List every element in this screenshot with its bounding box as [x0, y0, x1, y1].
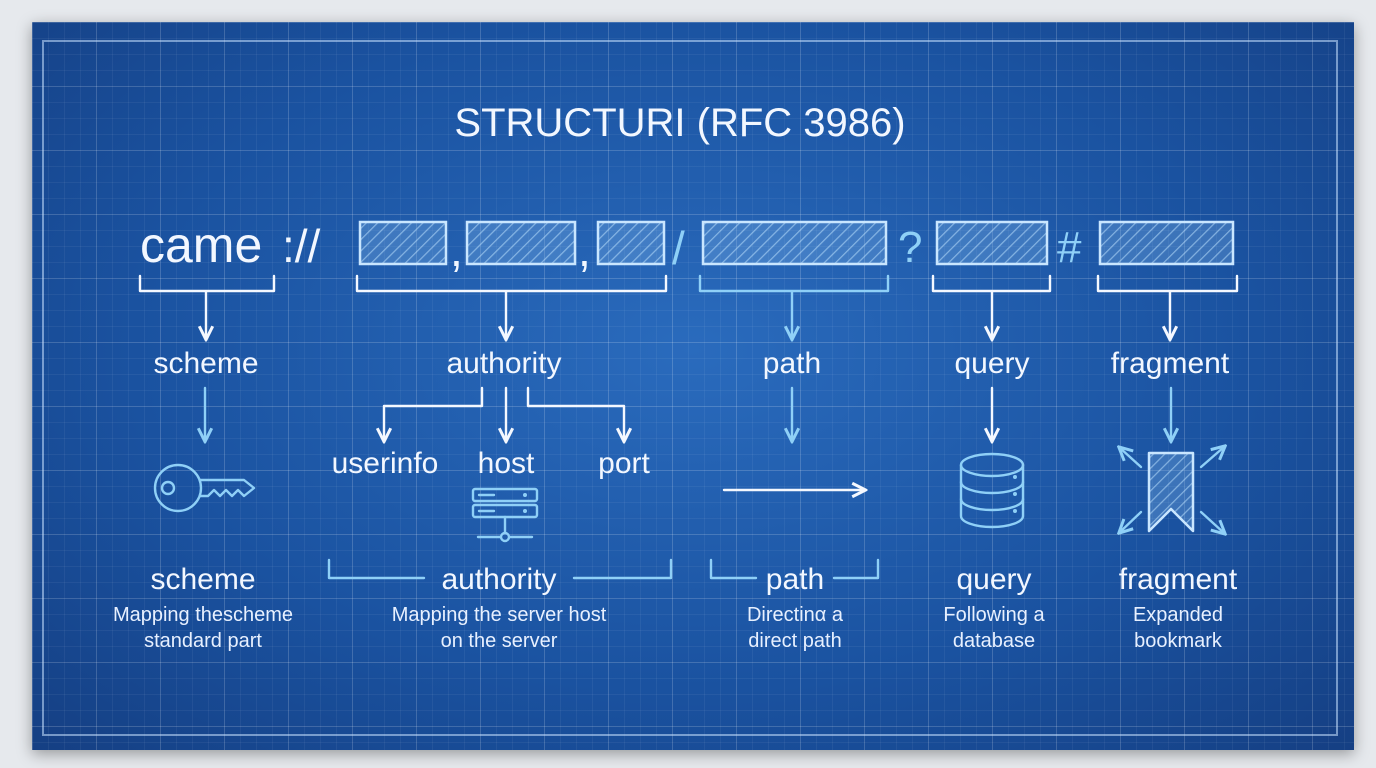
blueprint-frame [42, 40, 1338, 736]
desc-title-scheme: scheme [150, 563, 255, 596]
desc-query-line2: database [953, 630, 1035, 652]
desc-fragment-line2: bookmark [1134, 630, 1223, 652]
scheme-bracket [138, 274, 276, 293]
label-fragment: fragment [1111, 347, 1230, 380]
authority-bracket [355, 274, 668, 293]
label-host: host [478, 447, 535, 480]
query-bracket [931, 274, 1052, 293]
uri-comma-1: , [450, 224, 463, 276]
uri-question-mark: ? [898, 223, 922, 272]
uri-scheme-text: came [140, 217, 262, 273]
fragment-bracket [1096, 274, 1239, 293]
label-path: path [763, 347, 821, 380]
port-arrow [526, 386, 624, 440]
desc-scheme-line2: standard part [144, 630, 262, 652]
label-userinfo: userinfo [332, 447, 439, 480]
desc-path-line2: direct path [748, 630, 841, 652]
uri-comma-2: , [578, 224, 591, 276]
desc-title-query: query [956, 563, 1031, 596]
desc-authority-line2: on the server [441, 630, 558, 652]
desc-scheme-line1: Mapping thescheme [113, 604, 293, 626]
desc-title-authority: authority [441, 563, 556, 596]
label-scheme: scheme [153, 347, 258, 380]
uri-slash: / [672, 222, 685, 274]
server-icon [471, 487, 539, 543]
authority-lower-bracket-right [572, 558, 673, 580]
userinfo-arrow [384, 386, 484, 440]
desc-path-line1: Directinα a [747, 604, 844, 626]
database-icon [959, 452, 1025, 529]
uri-fragment-slot [1098, 220, 1235, 266]
bookmark-expand-icon [1120, 447, 1224, 533]
blueprint-sheet [32, 22, 1354, 750]
uri-hash: # [1057, 223, 1082, 272]
path-lower-bracket-right [832, 558, 880, 580]
uri-query-slot [935, 220, 1049, 266]
uri-host-slot [465, 220, 577, 266]
label-authority: authority [446, 347, 561, 380]
uri-scheme-separator: :// [282, 220, 321, 272]
desc-title-fragment: fragment [1119, 563, 1238, 596]
path-bracket [698, 274, 890, 293]
key-icon [153, 463, 256, 513]
desc-query-line1: Following a [943, 604, 1045, 626]
diagram-title: STRUCTURI (RFC 3986) [454, 101, 905, 145]
authority-lower-bracket-left [327, 558, 426, 580]
desc-fragment-line1: Expanded [1133, 604, 1223, 626]
label-query: query [954, 347, 1029, 380]
uri-userinfo-slot [358, 220, 448, 266]
label-port: port [598, 447, 650, 480]
uri-path-slot [701, 220, 888, 266]
desc-authority-line1: Mapping the server host [392, 604, 607, 626]
desc-title-path: path [766, 563, 824, 596]
uri-port-slot [596, 220, 666, 266]
path-lower-bracket-left [709, 558, 758, 580]
